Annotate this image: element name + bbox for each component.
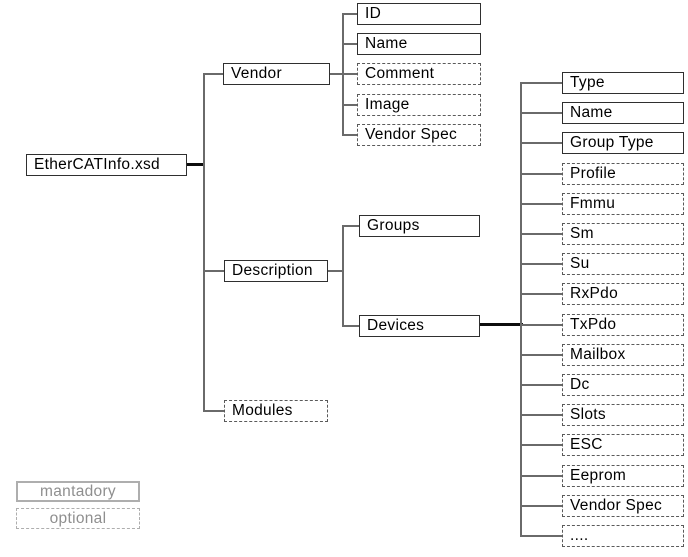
stub-dc-line [520,384,562,386]
description-connector-line [204,270,225,272]
node-ethercatinfo-xsd: EtherCATInfo.xsd [26,154,187,176]
node-dc: Dc [562,374,684,396]
node-esc: ESC [562,434,684,456]
stub-mailbox-line [520,354,562,356]
node-image: Image [357,94,481,116]
stub-eeprom-line [520,475,562,477]
node-sm: Sm [562,223,684,245]
node-eeprom: Eeprom [562,465,684,487]
node-ellipsis: .... [562,525,684,547]
stub-id-line [342,13,357,15]
devices-children-trunk-line [520,82,522,537]
node-vendor-name: Name [357,33,481,55]
stub-txpdo-line [520,324,562,326]
legend-optional: optional [16,508,140,529]
node-mailbox: Mailbox [562,344,684,366]
node-id: ID [357,3,481,25]
vendor-children-trunk-line [342,13,344,136]
description-children-trunk-line [342,225,344,327]
description-out-connector-line [328,270,344,272]
main-trunk-line [203,73,205,412]
stub-devices-line [342,325,359,327]
node-vendor: Vendor [223,63,330,85]
stub-sm-line [520,233,562,235]
stub-ellipsis-line [520,535,562,537]
stub-groups-line [342,225,359,227]
stub-slots-line [520,414,562,416]
vendor-connector-line [204,73,224,75]
node-profile: Profile [562,163,684,185]
node-groups: Groups [359,215,480,237]
modules-connector-line [204,410,225,412]
node-description: Description [224,260,328,282]
stub-vendor-spec2-line [520,505,562,507]
stub-name2-line [520,112,562,114]
node-rxpdo: RxPdo [562,283,684,305]
node-vendor-spec: Vendor Spec [357,124,481,146]
devices-out-connector-line [480,323,523,326]
stub-su-line [520,263,562,265]
stub-type-line [520,82,562,84]
root-connector-line [186,163,205,166]
stub-profile-line [520,173,562,175]
stub-esc-line [520,444,562,446]
stub-vendor-spec-line [342,134,357,136]
node-device-name: Name [562,102,684,124]
stub-name-line [342,43,357,45]
node-devices: Devices [359,315,480,337]
node-slots: Slots [562,404,684,426]
node-fmmu: Fmmu [562,193,684,215]
legend-mandatory: mantadory [16,481,140,502]
node-device-vendor-spec: Vendor Spec [562,495,684,517]
node-txpdo: TxPdo [562,314,684,336]
node-group-type: Group Type [562,132,684,154]
stub-rxpdo-line [520,293,562,295]
stub-image-line [342,104,357,106]
node-su: Su [562,253,684,275]
node-type: Type [562,72,684,94]
stub-fmmu-line [520,203,562,205]
node-comment: Comment [357,63,481,85]
stub-group-type-line [520,142,562,144]
node-modules: Modules [224,400,328,422]
